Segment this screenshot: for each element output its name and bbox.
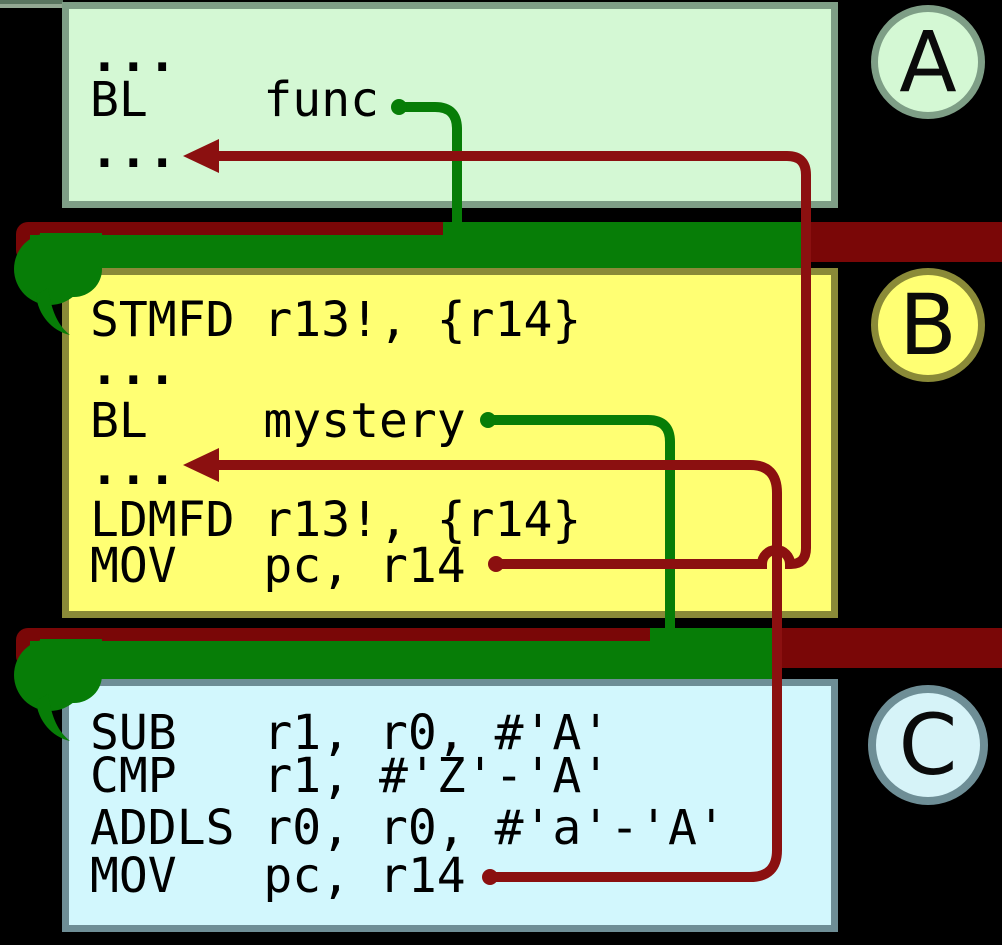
label-a: A	[899, 13, 957, 111]
label-circle-a: A	[871, 5, 985, 119]
code-line-cmp: CMP r1, #'Z'-'A'	[90, 748, 611, 804]
code-line-b-ellipsis-2: ...	[90, 440, 177, 496]
call-band-a-b	[443, 222, 806, 268]
code-line-b-ellipsis-1: ...	[90, 340, 177, 396]
top-left-strip-light	[0, 4, 63, 8]
label-circle-b: B	[871, 268, 985, 382]
code-line-a-ellipsis-1: ...	[90, 27, 177, 83]
code-line-addls: ADDLS r0, r0, #'a'-'A'	[90, 800, 726, 856]
code-box-a	[62, 2, 838, 208]
return-arrowhead-a	[183, 139, 219, 173]
call-band-b-c-curl-tail	[36, 694, 70, 741]
return-origin-dot-c	[482, 869, 498, 885]
call-band-b-c-left	[30, 641, 660, 679]
code-box-b	[62, 268, 838, 618]
label-circle-c: C	[868, 685, 988, 805]
code-line-stmfd: STMFD r13!, {r14}	[90, 292, 582, 348]
call-wire-func	[399, 102, 462, 240]
code-line-mov-pc-b: MOV pc, r14	[90, 538, 466, 594]
return-wire-b-to-a	[216, 151, 811, 569]
code-box-c	[62, 679, 838, 932]
code-line-bl-mystery: BL mystery	[90, 393, 466, 449]
code-line-mov-pc-c: MOV pc, r14	[90, 848, 466, 904]
call-wire-mystery	[488, 415, 675, 645]
call-band-b-c-curl-body	[40, 639, 102, 703]
return-origin-dot-b	[488, 556, 504, 572]
code-line-ldmfd: LDMFD r13!, {r14}	[90, 492, 582, 548]
call-origin-dot-func	[391, 99, 407, 115]
call-band-a-b-curl-tail	[36, 288, 70, 335]
code-line-bl-func: BL func	[90, 72, 379, 128]
label-b: B	[899, 276, 957, 374]
code-line-sub: SUB r1, r0, #'A'	[90, 705, 611, 761]
code-line-a-ellipsis-2: ...	[90, 123, 177, 179]
label-c: C	[898, 696, 958, 794]
top-left-strip-dark	[0, 0, 63, 4]
call-band-a-b-curl-body	[40, 233, 102, 297]
call-origin-dot-mystery	[480, 412, 496, 428]
return-arrowhead-b	[183, 448, 219, 482]
return-wire-c-to-b	[216, 460, 782, 882]
